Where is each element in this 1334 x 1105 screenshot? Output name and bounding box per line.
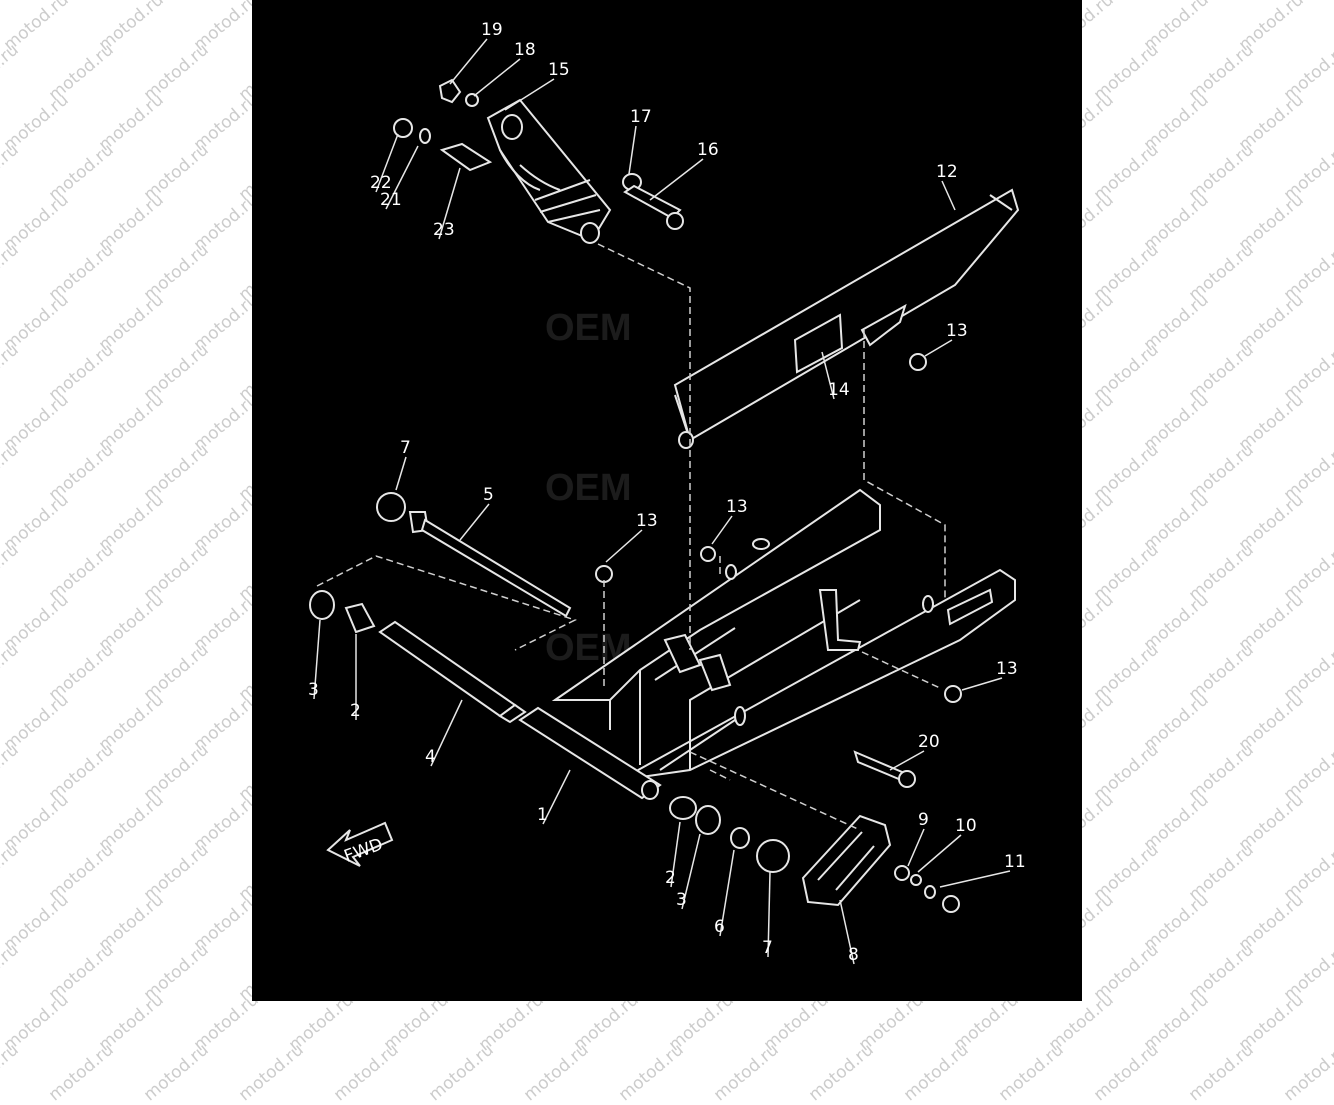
callout-3-bottom: 3 bbox=[676, 890, 687, 910]
callout-7-bottom: 7 bbox=[762, 938, 773, 958]
watermark-text: motod.ru bbox=[235, 1039, 308, 1105]
callout-11: 11 bbox=[1004, 852, 1026, 872]
watermark-text: motod.ru bbox=[615, 1039, 688, 1105]
watermark-text: motod.ru bbox=[1185, 1039, 1258, 1105]
leader-line bbox=[821, 351, 835, 400]
swingarm bbox=[551, 488, 1016, 781]
leader-line bbox=[670, 821, 681, 888]
rear-shock-absorber bbox=[486, 98, 612, 244]
leader-line bbox=[385, 145, 419, 210]
leader-line bbox=[767, 871, 771, 958]
pivot-bolt bbox=[408, 511, 572, 618]
callout-13-mid-left: 13 bbox=[636, 511, 658, 531]
callout-22: 22 bbox=[370, 173, 392, 193]
callout-10: 10 bbox=[955, 816, 977, 836]
watermark-text: motod.ru bbox=[805, 1039, 878, 1105]
callout-4: 4 bbox=[425, 747, 436, 767]
leader-line bbox=[542, 769, 571, 825]
leader-line bbox=[719, 849, 735, 937]
leader-line bbox=[313, 619, 321, 700]
forward-direction-arrow: FWD bbox=[326, 821, 394, 867]
watermark-text: motod.ru bbox=[140, 1039, 213, 1105]
bolts bbox=[595, 353, 962, 913]
leader-line bbox=[449, 38, 488, 85]
assembly-lines bbox=[316, 243, 946, 831]
pivot-bushings bbox=[309, 492, 790, 873]
leader-line bbox=[430, 699, 463, 767]
callout-16: 16 bbox=[697, 140, 719, 160]
shock-hardware bbox=[393, 78, 684, 230]
callout-17: 17 bbox=[630, 107, 652, 127]
leader-line bbox=[917, 834, 962, 873]
callout-13-mid-right: 13 bbox=[726, 497, 748, 517]
watermark-text: motod.ru bbox=[520, 1039, 593, 1105]
leader-line bbox=[924, 339, 953, 357]
callout-15: 15 bbox=[548, 60, 570, 80]
watermark-text: motod.ru bbox=[995, 1039, 1068, 1105]
callout-3-left: 3 bbox=[308, 680, 319, 700]
callout-9: 9 bbox=[918, 810, 929, 830]
callout-14: 14 bbox=[828, 380, 850, 400]
callout-12: 12 bbox=[936, 162, 958, 182]
leader-line bbox=[889, 750, 925, 771]
callout-2-left: 2 bbox=[350, 701, 361, 721]
watermark-text: motod.ru bbox=[330, 1039, 403, 1105]
watermark-text: motod.ru bbox=[45, 1039, 118, 1105]
callout-13-upper: 13 bbox=[946, 321, 968, 341]
callout-6: 6 bbox=[714, 917, 725, 937]
callout-19: 19 bbox=[481, 20, 503, 40]
leader-line bbox=[649, 158, 704, 201]
watermark-text: motod.ru bbox=[900, 1039, 973, 1105]
callout-21: 21 bbox=[380, 190, 402, 210]
chain-slider bbox=[801, 814, 892, 907]
callout-23: 23 bbox=[433, 220, 455, 240]
leader-line bbox=[438, 167, 461, 240]
callout-1: 1 bbox=[537, 805, 548, 825]
leader-line bbox=[681, 833, 701, 910]
leader-line bbox=[375, 133, 399, 193]
leader-line bbox=[711, 515, 733, 545]
watermark-text: motod.ru bbox=[710, 1039, 783, 1105]
callout-8: 8 bbox=[848, 945, 859, 965]
callout-2-bottom: 2 bbox=[665, 868, 676, 888]
callout-18: 18 bbox=[514, 40, 536, 60]
ghost-watermark: OEM bbox=[545, 467, 632, 509]
leader-line bbox=[459, 503, 490, 541]
pivot-shaft bbox=[378, 620, 662, 800]
watermark-text: motod.ru bbox=[1090, 1039, 1163, 1105]
leader-line bbox=[939, 870, 1011, 888]
chain-case bbox=[673, 188, 1020, 449]
swingarm-exploded-view: OEM OEM OEM bbox=[308, 20, 1026, 965]
leader-line bbox=[941, 180, 956, 211]
leader-line bbox=[839, 899, 855, 965]
watermark-text: motod.ru bbox=[1280, 1039, 1334, 1105]
leader-line bbox=[628, 125, 637, 175]
leader-line bbox=[961, 677, 1003, 691]
leader-line bbox=[605, 529, 643, 563]
callout-7-upper: 7 bbox=[400, 438, 411, 458]
leader-line bbox=[473, 58, 521, 97]
callout-5: 5 bbox=[483, 485, 494, 505]
callout-leaders bbox=[313, 38, 1011, 965]
watermark-text: motod.ru bbox=[425, 1039, 498, 1105]
callout-13-lower: 13 bbox=[996, 659, 1018, 679]
leader-line bbox=[395, 456, 407, 491]
ghost-watermark: OEM bbox=[545, 307, 632, 349]
callout-20: 20 bbox=[918, 732, 940, 752]
leader-line bbox=[907, 828, 925, 867]
leader-line bbox=[504, 78, 555, 111]
